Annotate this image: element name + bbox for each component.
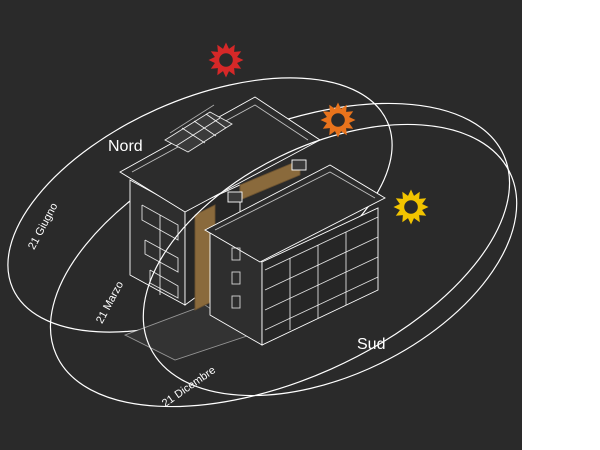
- sun-icon: [320, 102, 356, 138]
- sun-icon: [208, 42, 244, 78]
- building: [119, 96, 386, 361]
- label-north: Nord: [108, 138, 143, 155]
- sun-icon: [393, 189, 429, 225]
- label-south: Sud: [357, 336, 386, 353]
- orbit-december: [142, 123, 518, 397]
- right-margin: [522, 0, 600, 450]
